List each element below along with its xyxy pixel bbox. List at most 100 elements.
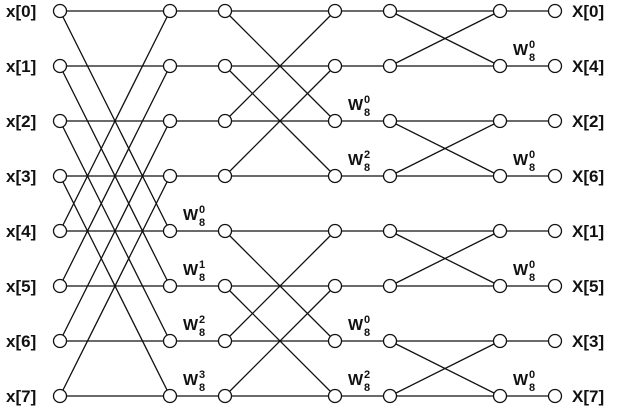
twiddle-subscript: 8 bbox=[199, 382, 205, 394]
output-label: X[7] bbox=[572, 387, 604, 406]
output-label: X[0] bbox=[572, 2, 604, 21]
node bbox=[162, 168, 178, 184]
output-label: X[5] bbox=[572, 277, 604, 296]
edge-cross bbox=[224, 285, 336, 397]
node bbox=[162, 3, 178, 19]
input-label: x[3] bbox=[6, 167, 36, 186]
twiddle-subscript: 8 bbox=[529, 52, 535, 64]
input-label: x[6] bbox=[6, 332, 36, 351]
node bbox=[382, 223, 398, 239]
node bbox=[382, 333, 398, 349]
twiddle-subscript: 8 bbox=[199, 217, 205, 229]
twiddle-exponent: 0 bbox=[364, 314, 370, 326]
node bbox=[52, 58, 68, 74]
input-label: x[4] bbox=[6, 222, 36, 241]
node bbox=[327, 278, 343, 294]
edge-cross bbox=[389, 10, 501, 67]
node bbox=[492, 168, 508, 184]
edge-cross bbox=[389, 340, 501, 397]
node bbox=[547, 3, 563, 19]
node bbox=[547, 223, 563, 239]
node bbox=[382, 278, 398, 294]
output-label: X[1] bbox=[572, 222, 604, 241]
edge-cross bbox=[59, 10, 171, 232]
node bbox=[52, 223, 68, 239]
node bbox=[217, 113, 233, 129]
node bbox=[492, 388, 508, 404]
input-label: x[2] bbox=[6, 112, 36, 131]
twiddle-base: W bbox=[183, 262, 199, 279]
input-labels: x[0]x[1]x[2]x[3]x[4]x[5]x[6]x[7] bbox=[6, 2, 36, 406]
edge-cross bbox=[224, 65, 336, 177]
node bbox=[327, 223, 343, 239]
twiddle-exponent: 0 bbox=[529, 149, 535, 161]
twiddle-base: W bbox=[513, 42, 529, 59]
node bbox=[327, 333, 343, 349]
edge-cross bbox=[224, 230, 336, 342]
node bbox=[162, 58, 178, 74]
twiddle-subscript: 8 bbox=[364, 107, 370, 119]
twiddle-exponent: 0 bbox=[529, 39, 535, 51]
twiddle-exponent: 0 bbox=[199, 204, 205, 216]
node bbox=[162, 333, 178, 349]
twiddle-exponent: 2 bbox=[364, 369, 370, 381]
output-labels: X[0]X[4]X[2]X[6]X[1]X[5]X[3]X[7] bbox=[572, 2, 604, 406]
twiddle-subscript: 8 bbox=[364, 327, 370, 339]
twiddle-base: W bbox=[513, 372, 529, 389]
node bbox=[52, 333, 68, 349]
twiddle-exponent: 0 bbox=[529, 259, 535, 271]
node bbox=[492, 113, 508, 129]
input-label: x[7] bbox=[6, 387, 36, 406]
butterfly-nodes bbox=[52, 3, 563, 404]
twiddle-base: W bbox=[348, 317, 364, 334]
twiddle-exponent: 0 bbox=[364, 94, 370, 106]
node bbox=[162, 223, 178, 239]
node bbox=[547, 168, 563, 184]
node bbox=[52, 278, 68, 294]
twiddle-subscript: 8 bbox=[199, 272, 205, 284]
node bbox=[492, 223, 508, 239]
node bbox=[327, 388, 343, 404]
output-label: X[6] bbox=[572, 167, 604, 186]
node bbox=[217, 278, 233, 294]
twiddle-base: W bbox=[183, 207, 199, 224]
node bbox=[217, 223, 233, 239]
twiddle-subscript: 8 bbox=[529, 272, 535, 284]
node bbox=[162, 278, 178, 294]
twiddle-exponent: 3 bbox=[199, 369, 205, 381]
twiddle-subscript: 8 bbox=[364, 162, 370, 174]
node bbox=[492, 58, 508, 74]
node bbox=[327, 58, 343, 74]
twiddle-base: W bbox=[348, 372, 364, 389]
node bbox=[52, 113, 68, 129]
node bbox=[217, 58, 233, 74]
node bbox=[547, 333, 563, 349]
butterfly-edges bbox=[59, 10, 555, 397]
output-label: X[4] bbox=[572, 57, 604, 76]
twiddle-base: W bbox=[183, 317, 199, 334]
node bbox=[547, 388, 563, 404]
edge-cross bbox=[389, 230, 501, 287]
twiddle-base: W bbox=[513, 152, 529, 169]
edge-cross bbox=[59, 65, 171, 287]
node bbox=[217, 333, 233, 349]
edge-cross bbox=[224, 10, 336, 122]
output-label: X[2] bbox=[572, 112, 604, 131]
twiddle-exponent: 2 bbox=[199, 314, 205, 326]
twiddle-exponent: 2 bbox=[364, 149, 370, 161]
node bbox=[327, 113, 343, 129]
node bbox=[162, 388, 178, 404]
input-label: x[1] bbox=[6, 57, 36, 76]
twiddle-base: W bbox=[513, 262, 529, 279]
